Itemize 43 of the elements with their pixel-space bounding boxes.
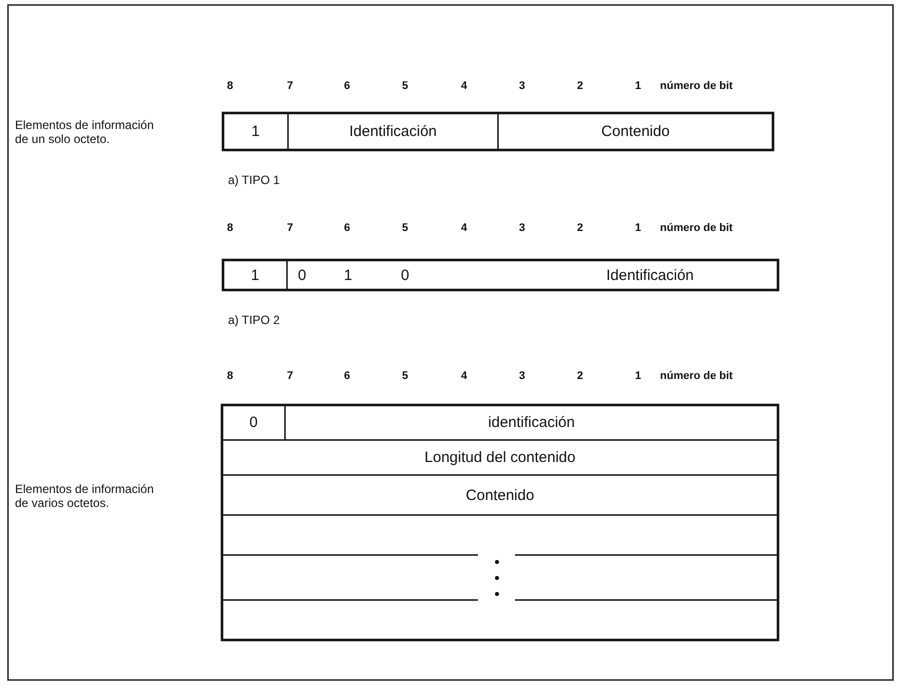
bit-number: 5: [402, 370, 408, 382]
bit-number: 8: [226, 80, 234, 92]
bit-number: 7: [286, 370, 294, 382]
caption: a) TIPO 1: [228, 173, 280, 187]
field-label: 0: [298, 266, 306, 284]
field-label: 1: [344, 266, 352, 284]
field-label: Identificación: [349, 123, 437, 140]
bit-number: 5: [402, 222, 408, 234]
axis-label: número de bit: [660, 222, 733, 234]
bit-number: 6: [344, 222, 350, 234]
side-note: Elementos de información de varios octetos.: [15, 482, 154, 510]
caption: a) TIPO 2: [228, 313, 280, 327]
bit-number: 5: [402, 80, 408, 92]
bit-number: 4: [460, 370, 468, 382]
bit-number: 7: [286, 80, 294, 92]
bit-number: 3: [518, 222, 526, 234]
bit-number: 7: [286, 222, 294, 234]
bit-number: 1: [634, 80, 642, 92]
bit-number: 4: [460, 80, 468, 92]
bit-number: 3: [518, 80, 526, 92]
field-label: 0: [400, 266, 410, 284]
field-label: identificación: [488, 414, 575, 431]
bit-number: 1: [634, 370, 642, 382]
field-label: 0: [249, 414, 258, 431]
bit-number: 1: [634, 222, 642, 234]
bit-number: 2: [576, 370, 584, 382]
axis-label: número de bit: [660, 80, 733, 92]
bit-number: 4: [460, 222, 468, 234]
field-label: 1: [250, 266, 260, 284]
side-note: Elementos de información de un solo octeto.: [15, 118, 154, 146]
bit-number: 6: [344, 80, 350, 92]
field-label: Identificación: [606, 266, 694, 284]
bit-number: 6: [344, 370, 350, 382]
axis-label: número de bit: [660, 370, 733, 382]
bit-number: 2: [576, 222, 584, 234]
field-label: Contenido: [601, 123, 670, 140]
bit-number: 2: [576, 80, 584, 92]
field-label: 1: [251, 123, 260, 140]
bit-number: 8: [226, 222, 234, 234]
field-label: Contenido: [466, 486, 534, 504]
bit-number: 8: [226, 370, 234, 382]
bit-number: 3: [518, 370, 526, 382]
field-label: Longitud del contenido: [424, 449, 576, 466]
